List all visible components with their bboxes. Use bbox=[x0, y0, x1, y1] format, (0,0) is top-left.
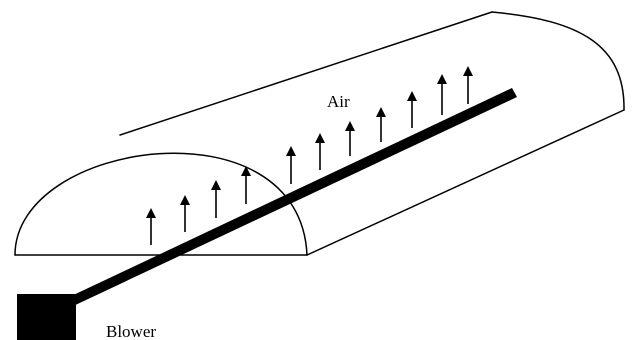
air-arrow bbox=[463, 66, 473, 104]
air-arrow bbox=[315, 133, 325, 170]
greenhouse-tunnel bbox=[14, 11, 625, 256]
air-arrow-head bbox=[211, 180, 221, 190]
air-arrow bbox=[146, 208, 156, 245]
air-arrow bbox=[376, 107, 386, 142]
air-label: Air bbox=[327, 92, 350, 111]
air-arrow-head bbox=[241, 166, 251, 176]
air-arrow bbox=[241, 166, 251, 204]
blower-box bbox=[17, 294, 76, 340]
air-arrow bbox=[345, 121, 355, 156]
back-arch bbox=[491, 11, 625, 111]
air-arrow bbox=[211, 180, 221, 218]
air-arrow bbox=[286, 146, 296, 184]
air-arrow-head bbox=[463, 66, 473, 76]
air-arrow-head bbox=[437, 74, 447, 84]
air-arrow-head bbox=[345, 121, 355, 131]
air-duct bbox=[48, 88, 517, 316]
air-arrow-head bbox=[286, 146, 296, 156]
bottom-side-line bbox=[306, 109, 625, 256]
air-flow-arrows bbox=[146, 66, 473, 245]
air-arrow bbox=[180, 195, 190, 232]
air-arrow-head bbox=[315, 133, 325, 143]
air-arrow-head bbox=[180, 195, 190, 205]
air-arrow bbox=[407, 91, 417, 128]
air-arrow-head bbox=[407, 91, 417, 101]
air-arrow-head bbox=[376, 107, 386, 117]
air-arrow-head bbox=[146, 208, 156, 218]
front-arch bbox=[14, 152, 308, 256]
blower-label: Blower bbox=[106, 322, 156, 340]
roof-top-line bbox=[119, 11, 493, 136]
air-arrow bbox=[437, 74, 447, 115]
